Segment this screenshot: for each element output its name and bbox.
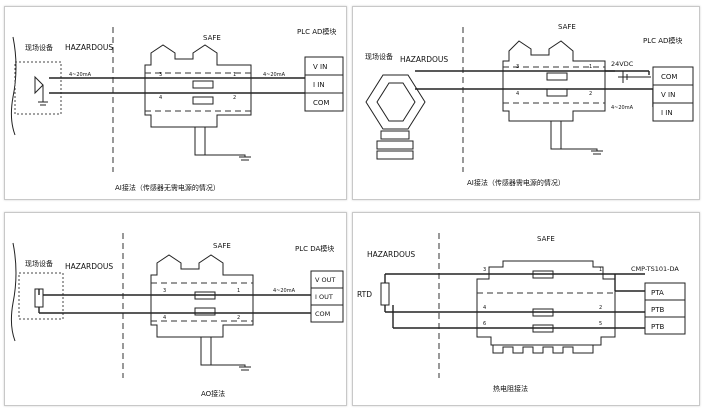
terminal-box [652, 102, 694, 122]
hazardous-label: HAZARDOUS [65, 43, 113, 52]
pin-label: 5 [599, 321, 602, 327]
terminal-label: I OUT [315, 293, 333, 301]
barrier-body [502, 40, 606, 122]
transmitter-icon [376, 82, 416, 122]
pin-label: 3 [483, 267, 486, 273]
hazardous-label: HAZARDOUS [400, 55, 448, 64]
transmitter-base [376, 140, 414, 150]
pin-label: 2 [599, 305, 602, 311]
safe-label: SAFE [558, 23, 576, 31]
resistor-1 [192, 80, 214, 89]
field-device-label: 现场设备 [25, 43, 53, 52]
terminal-box [304, 92, 344, 112]
terminal-label: PTB [651, 306, 664, 314]
pin-label: 1 [237, 288, 240, 294]
pin-label: 4 [159, 95, 162, 101]
wiring-diagram-ai-powered: 现场设备 HAZARDOUS SAFE 24VDC 3 1 4 2 4~20m [365, 23, 694, 187]
sensor-symbol [34, 75, 44, 95]
terminal-label: COM [313, 99, 329, 107]
pin-label: 4 [483, 305, 486, 311]
hazardous-label: HAZARDOUS [367, 250, 415, 259]
current-label: 4~20mA [273, 288, 296, 294]
pin-label: 2 [589, 91, 592, 97]
din-rail-comb [492, 345, 594, 354]
terminal-box [310, 304, 344, 323]
pin-label: 1 [233, 72, 236, 78]
pin-label: 4 [163, 315, 166, 321]
resistor-2 [546, 88, 568, 97]
terminal-box [644, 316, 686, 335]
field-boundary-line [10, 36, 17, 136]
pin-label: 3 [516, 64, 519, 70]
din-rail-mount [194, 126, 206, 156]
model-label: CMP-TS101-DA [631, 265, 679, 273]
transmitter-base [380, 130, 410, 140]
safe-label: SAFE [203, 34, 221, 42]
plc-module-label: PLC AD模块 [297, 27, 336, 36]
terminal-label: V IN [661, 91, 675, 99]
terminal-label: V OUT [315, 276, 335, 284]
field-device-label: 现场设备 [25, 259, 53, 268]
current-label: 4~20mA [263, 72, 286, 78]
field-device-box [18, 272, 64, 320]
plc-module-label: PLC AD模块 [643, 36, 682, 45]
diagram-caption: AI接法（传感器需电源的情况） [467, 178, 565, 187]
resistor-2 [194, 307, 216, 316]
resistor-2 [192, 96, 214, 105]
diagram-caption: AI接法（传感器无需电源的情况） [115, 183, 220, 192]
wiring-diagram-ai-passive: 现场设备 HAZARDOUS SAFE 3 1 4 2 4~20mA 4~20m… [10, 27, 344, 192]
terminal-label: PTA [651, 289, 664, 297]
terminal-label: V IN [313, 63, 327, 71]
hazardous-label: HAZARDOUS [65, 262, 113, 271]
diagram-panel-rtd: HAZARDOUS RTD SAFE CMP-TS101-DA 3 1 4 2 … [352, 212, 700, 406]
wiring-diagram-ao: 现场设备 HAZARDOUS SAFE 3 1 4 2 4~20mA PLC D… [10, 233, 344, 398]
diagram-caption: AO接法 [201, 389, 225, 398]
diagram-panel-ao: 现场设备 HAZARDOUS SAFE 3 1 4 2 4~20mA PLC D… [4, 212, 347, 406]
field-device-label: 现场设备 [365, 52, 393, 61]
current-label: 4~20mA [611, 105, 634, 111]
pin-label: 2 [237, 315, 240, 321]
diagram-panel-ai-powered: 现场设备 HAZARDOUS SAFE 24VDC 3 1 4 2 4~20m [352, 6, 700, 200]
diagram-panel-ai-passive: 现场设备 HAZARDOUS SAFE 3 1 4 2 4~20mA 4~20m… [4, 6, 347, 200]
ground-icon [561, 148, 603, 155]
pin-label: 6 [483, 321, 486, 327]
din-rail-mount [200, 336, 212, 366]
current-label: 4~20mA [69, 72, 92, 78]
din-rail-mount [550, 120, 562, 150]
ground-icon [205, 154, 251, 161]
supply-label: 24VDC [611, 60, 634, 68]
safe-label: SAFE [537, 235, 555, 243]
rtd-sensor [380, 282, 390, 306]
transmitter-base [376, 150, 414, 160]
pin-label: 4 [516, 91, 519, 97]
pin-label: 3 [163, 288, 166, 294]
pin-label: 1 [589, 64, 592, 70]
barrier-body [476, 260, 616, 346]
plc-module-label: PLC DA模块 [295, 244, 334, 253]
wiring-diagram-rtd: HAZARDOUS RTD SAFE CMP-TS101-DA 3 1 4 2 … [357, 233, 686, 393]
rtd-label: RTD [357, 290, 372, 299]
diagram-caption: 热电阻接法 [493, 384, 528, 393]
terminal-label: PTB [651, 323, 664, 331]
pin-label: 2 [233, 95, 236, 101]
terminal-label: COM [661, 73, 677, 81]
resistor-1 [546, 72, 568, 81]
pin-label: 3 [159, 72, 162, 78]
terminal-label: I IN [661, 109, 673, 117]
safe-label: SAFE [213, 242, 231, 250]
field-boundary-line [10, 242, 17, 342]
pin-label: 1 [599, 267, 602, 273]
terminal-label: I IN [313, 81, 325, 89]
ground-icon [211, 364, 251, 371]
terminal-label: COM [315, 310, 330, 318]
field-device-box [14, 61, 62, 115]
ground-icon [38, 85, 48, 106]
